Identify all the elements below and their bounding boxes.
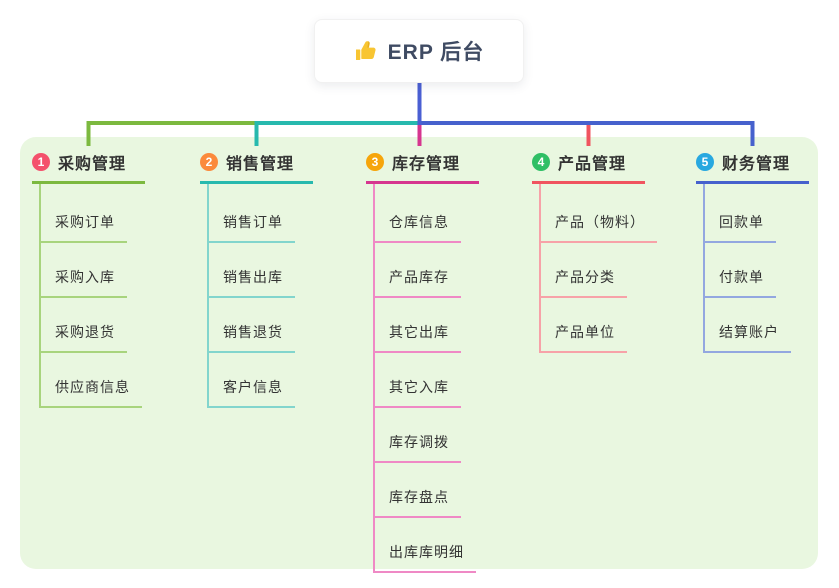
- child-node-label: 供应商信息: [55, 379, 130, 395]
- child-node-label: 结算账户: [719, 324, 779, 340]
- branch-children-group: 产品（物料） 产品分类产品单位: [539, 184, 657, 353]
- branch-header-node[interactable]: 2 销售管理: [200, 148, 313, 184]
- branch-header-node[interactable]: 5 财务管理: [696, 148, 809, 184]
- child-node-label: 仓库信息: [389, 214, 449, 230]
- branch-number-badge: 5: [696, 153, 714, 171]
- child-node[interactable]: 结算账户: [705, 298, 791, 353]
- child-node-label: 采购入库: [55, 269, 115, 285]
- child-node[interactable]: 产品单位: [541, 298, 627, 353]
- root-node[interactable]: ERP 后台: [314, 19, 524, 83]
- child-node-label: 其它出库: [389, 324, 449, 340]
- branch-children-group: 销售订单销售出库销售退货客户信息: [207, 184, 295, 408]
- branch-children-group: 回款单付款单结算账户: [703, 184, 791, 353]
- mindmap-branch: 4 产品管理 产品（物料） 产品分类产品单位: [532, 148, 657, 353]
- mindmap-panel: [20, 137, 818, 569]
- child-node[interactable]: 仓库信息: [375, 188, 461, 243]
- branch-header-node[interactable]: 1 采购管理: [32, 148, 145, 184]
- child-node[interactable]: 产品（物料）: [541, 188, 657, 243]
- child-node-label: 产品（物料）: [555, 214, 645, 230]
- child-node[interactable]: 出库库明细: [375, 518, 476, 573]
- branch-title: 库存管理: [392, 156, 461, 173]
- child-node[interactable]: 销售订单: [209, 188, 295, 243]
- child-node-label: 产品单位: [555, 324, 615, 340]
- child-node-label: 库存调拨: [389, 434, 449, 450]
- child-node-label: 销售订单: [223, 214, 283, 230]
- child-node[interactable]: 回款单: [705, 188, 776, 243]
- child-node-label: 产品分类: [555, 269, 615, 285]
- child-node[interactable]: 采购入库: [41, 243, 127, 298]
- thumbs-up-icon: [354, 39, 378, 63]
- branch-title: 采购管理: [58, 156, 127, 173]
- branch-children-group: 仓库信息产品库存其它出库其它入库库存调拨库存盘点出库库明细: [373, 184, 476, 573]
- child-node-label: 采购订单: [55, 214, 115, 230]
- branch-title: 销售管理: [226, 156, 295, 173]
- child-node[interactable]: 库存调拨: [375, 408, 461, 463]
- mindmap-branch: 5 财务管理 回款单付款单结算账户: [696, 148, 809, 353]
- branch-title: 产品管理: [558, 156, 627, 173]
- branch-number-badge: 4: [532, 153, 550, 171]
- child-node-label: 回款单: [719, 214, 764, 230]
- branch-header-node[interactable]: 3 库存管理: [366, 148, 479, 184]
- child-node[interactable]: 其它出库: [375, 298, 461, 353]
- child-node[interactable]: 产品库存: [375, 243, 461, 298]
- child-node-label: 采购退货: [55, 324, 115, 340]
- child-node-label: 销售出库: [223, 269, 283, 285]
- root-node-label: ERP 后台: [387, 41, 485, 64]
- child-node[interactable]: 库存盘点: [375, 463, 461, 518]
- mindmap-branch: 2 销售管理 销售订单销售出库销售退货客户信息: [200, 148, 313, 408]
- child-node-label: 出库库明细: [389, 544, 464, 560]
- branch-children-group: 采购订单采购入库采购退货供应商信息: [39, 184, 142, 408]
- child-node[interactable]: 销售出库: [209, 243, 295, 298]
- child-node[interactable]: 采购退货: [41, 298, 127, 353]
- child-node[interactable]: 供应商信息: [41, 353, 142, 408]
- child-node[interactable]: 其它入库: [375, 353, 461, 408]
- branch-number-badge: 2: [200, 153, 218, 171]
- child-node[interactable]: 产品分类: [541, 243, 627, 298]
- mindmap-branch: 3 库存管理 仓库信息产品库存其它出库其它入库库存调拨库存盘点出库库明细: [366, 148, 479, 573]
- branch-number-badge: 3: [366, 153, 384, 171]
- child-node-label: 其它入库: [389, 379, 449, 395]
- mindmap-branch: 1 采购管理 采购订单采购入库采购退货供应商信息: [32, 148, 145, 408]
- branch-header-node[interactable]: 4 产品管理: [532, 148, 645, 184]
- child-node-label: 销售退货: [223, 324, 283, 340]
- child-node[interactable]: 付款单: [705, 243, 776, 298]
- branch-title: 财务管理: [722, 156, 791, 173]
- child-node[interactable]: 采购订单: [41, 188, 127, 243]
- child-node-label: 库存盘点: [389, 489, 449, 505]
- child-node-label: 客户信息: [223, 379, 283, 395]
- child-node-label: 产品库存: [389, 269, 449, 285]
- child-node[interactable]: 销售退货: [209, 298, 295, 353]
- child-node-label: 付款单: [719, 269, 764, 285]
- child-node[interactable]: 客户信息: [209, 353, 295, 408]
- branch-number-badge: 1: [32, 153, 50, 171]
